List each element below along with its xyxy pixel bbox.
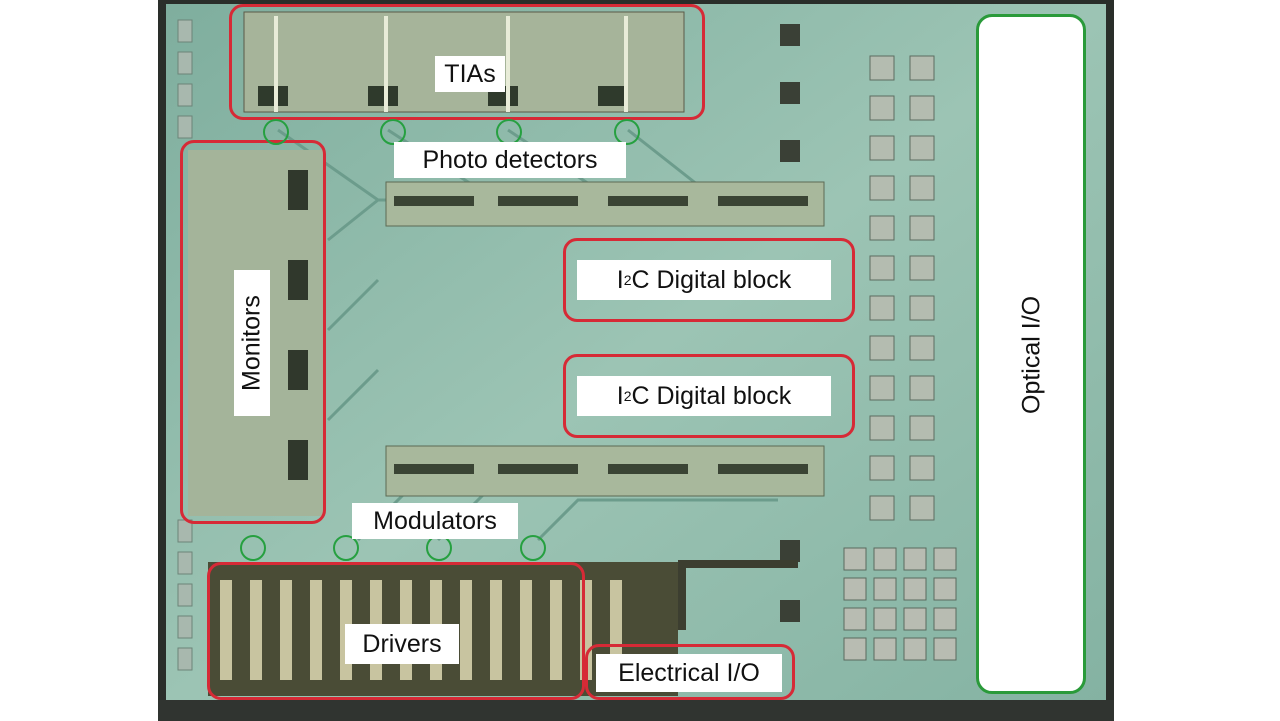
photo-detector-ring-1: [263, 119, 289, 145]
modulators-label: Modulators: [352, 503, 518, 539]
monitors-label: Monitors: [234, 270, 270, 416]
modulator-ring-4: [520, 535, 546, 561]
tias-outline: [229, 4, 705, 120]
i2c-block-1-outline: [563, 238, 855, 322]
i2c-block-2-outline: [563, 354, 855, 438]
modulator-ring-2: [333, 535, 359, 561]
modulator-ring-1: [240, 535, 266, 561]
drivers-label: Drivers: [345, 624, 459, 664]
photo-detector-ring-2: [380, 119, 406, 145]
drivers-outline: [207, 562, 585, 700]
electrical-io-outline: [585, 644, 795, 700]
monitors-outline: [180, 140, 326, 524]
electrical-io-label: Electrical I/O: [596, 654, 782, 692]
optical-io-region: [976, 14, 1086, 694]
tias-label: TIAs: [435, 56, 505, 92]
photo-detector-ring-4: [614, 119, 640, 145]
photo-detectors-label: Photo detectors: [394, 142, 626, 178]
optical-io-label: Optical I/O: [1017, 295, 1046, 415]
